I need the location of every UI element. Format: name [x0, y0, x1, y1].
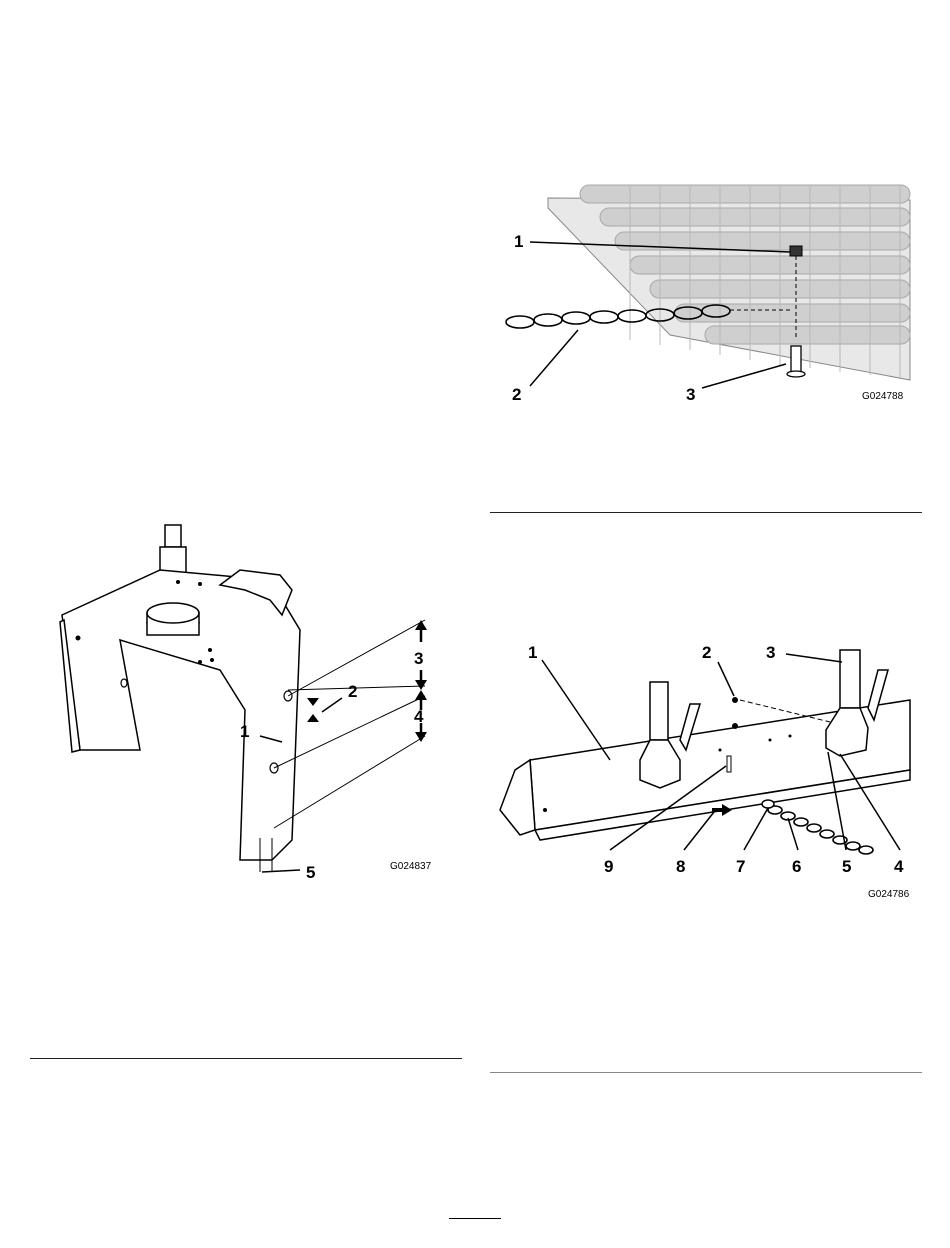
spindle-callout-4: 4 — [414, 708, 423, 725]
spindle-callout-5: 5 — [306, 864, 315, 881]
frame-callout-7: 7 — [736, 858, 745, 875]
frame-callout-4: 4 — [894, 858, 903, 875]
frame-callout-3: 3 — [766, 644, 775, 661]
chain-mat-figure-id: G024788 — [862, 392, 903, 402]
chain-mat-callout-2: 2 — [512, 386, 521, 403]
frame-assembly-drawing — [490, 640, 920, 905]
section-divider-bottom-right — [490, 1072, 922, 1073]
spindle-figure-id: G024837 — [390, 862, 431, 872]
spindle-callout-3: 3 — [414, 650, 423, 667]
frame-callout-5: 5 — [842, 858, 851, 875]
frame-callout-2: 2 — [702, 644, 711, 661]
chain-mat-callout-3: 3 — [686, 386, 695, 403]
frame-callout-8: 8 — [676, 858, 685, 875]
chain-mat-drawing — [490, 160, 920, 410]
page-number-rule — [449, 1218, 501, 1219]
frame-figure-id: G024786 — [868, 890, 909, 900]
spindle-bracket-drawing — [60, 520, 460, 890]
frame-callout-9: 9 — [604, 858, 613, 875]
chain-mat-callout-1: 1 — [514, 233, 523, 250]
section-divider-top-right — [490, 512, 922, 513]
frame-assembly-figure: 1 2 3 4 5 6 7 8 9 G024786 — [490, 640, 920, 905]
chain-mat-figure: 1 2 3 G024788 — [490, 160, 920, 410]
frame-callout-1: 1 — [528, 644, 537, 661]
spindle-bracket-figure: 1 2 3 4 5 G024837 — [60, 520, 460, 890]
frame-callout-6: 6 — [792, 858, 801, 875]
section-divider-bottom-left — [30, 1058, 462, 1059]
spindle-callout-2: 2 — [348, 683, 357, 700]
spindle-callout-1: 1 — [240, 723, 249, 740]
